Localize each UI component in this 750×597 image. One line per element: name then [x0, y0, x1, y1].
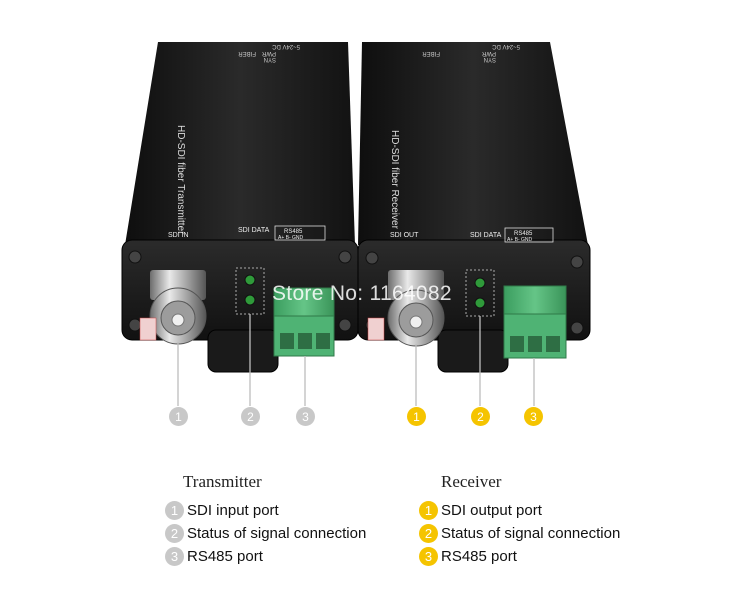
- transmitter-rs485-label: RS485: [284, 229, 303, 235]
- legend-text: SDI output port: [441, 502, 542, 519]
- receiver-rs485-frame: [504, 227, 554, 243]
- transmitter-rs485-terminal: [273, 287, 335, 357]
- legend-text: RS485 port: [187, 548, 263, 565]
- transmitter-sdi-led: [244, 274, 256, 286]
- receiver-fiber-label: FIBER: [422, 50, 440, 56]
- receiver-legend-item: 3 RS485 port: [419, 547, 517, 566]
- receiver-data-led: [474, 297, 486, 309]
- receiver-sticker: [367, 317, 385, 341]
- receiver-device: HD-SDI fiber Receiver SDI OUT SDI DATA R…: [357, 42, 591, 406]
- legend-text: Status of signal connection: [187, 525, 367, 542]
- transmitter-fiber-label: FIBER: [238, 50, 256, 56]
- receiver-legend-item: 2 Status of signal connection: [419, 524, 620, 543]
- badge-icon: 2: [419, 524, 438, 543]
- transmitter-legend-item: 3 RS485 port: [165, 547, 263, 566]
- receiver-rs485-label: RS485: [514, 231, 533, 237]
- transmitter-body: [125, 42, 355, 245]
- transmitter-legend-item: 1 SDI input port: [165, 501, 279, 520]
- legend-text: RS485 port: [441, 548, 517, 565]
- receiver-callout-1: 1: [407, 407, 426, 426]
- badge-icon: 3: [419, 547, 438, 566]
- transmitter-data-led: [244, 294, 256, 306]
- transmitter-power-label: 5~24V DC: [271, 43, 300, 49]
- transmitter-bnc-connector: [149, 270, 207, 345]
- transmitter-callout-3: 3: [296, 407, 315, 426]
- legend-text: Status of signal connection: [441, 525, 621, 542]
- transmitter-rs485-frame: [274, 225, 326, 241]
- receiver-power-label: 5~24V DC: [491, 43, 520, 49]
- transmitter-legend-item: 2 Status of signal connection: [165, 524, 366, 543]
- receiver-device-label: HD-SDI fiber Receiver: [389, 130, 400, 230]
- receiver-heading: Receiver: [441, 472, 502, 491]
- transmitter-sdi-data-label: SDI DATA: [238, 227, 270, 234]
- receiver-rs485-pins: A+ B- GND: [507, 237, 533, 243]
- receiver-syn-label: SYN: [484, 56, 496, 62]
- receiver-legend-item: 1 SDI output port: [419, 501, 542, 520]
- screw-icon: [128, 250, 352, 332]
- transmitter-device: HD-SDI fiber Transmitter SDI IN SDI DATA…: [121, 42, 359, 406]
- receiver-callout-3: 3: [524, 407, 543, 426]
- receiver-bnc-connector: [387, 270, 445, 347]
- transmitter-port-label: SDI IN: [168, 232, 189, 239]
- badge-icon: 1: [165, 501, 184, 520]
- transmitter-syn-label: SYN: [264, 56, 276, 62]
- transmitter-device-label: HD-SDI fiber Transmitter: [175, 125, 186, 235]
- badge-icon: 2: [165, 524, 184, 543]
- receiver-mount-bracket: [437, 329, 509, 373]
- store-watermark: Store No: 1164082: [272, 282, 452, 305]
- receiver-callout-2: 2: [471, 407, 490, 426]
- badge-icon: 3: [165, 547, 184, 566]
- receiver-sdi-data-label: SDI DATA: [470, 232, 502, 239]
- transmitter-sticker: [139, 317, 157, 341]
- transmitter-pwr-label: PWR: [261, 50, 276, 56]
- legend-text: SDI input port: [187, 502, 279, 519]
- receiver-pwr-label: PWR: [481, 50, 496, 56]
- receiver-sdi-led: [474, 277, 486, 289]
- receiver-body: [358, 42, 588, 245]
- receiver-rs485-terminal: [503, 285, 567, 359]
- transmitter-callout-2: 2: [241, 407, 260, 426]
- transmitter-callout-1: 1: [169, 407, 188, 426]
- receiver-port-label: SDI OUT: [390, 232, 419, 239]
- transmitter-mount-bracket: [207, 329, 279, 373]
- transmitter-rs485-pins: A+ B- GND: [278, 235, 304, 241]
- badge-icon: 1: [419, 501, 438, 520]
- transmitter-heading: Transmitter: [183, 472, 262, 491]
- screw-icon: [365, 251, 584, 335]
